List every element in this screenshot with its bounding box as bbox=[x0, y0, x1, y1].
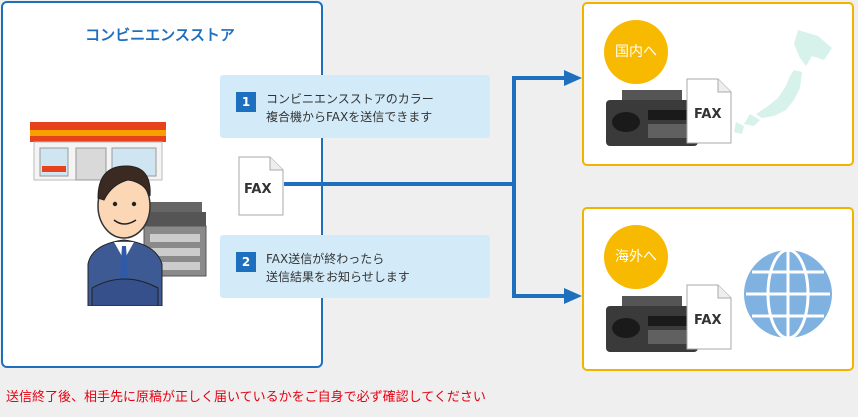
footer-warning: 送信終了後、相手先に原稿が正しく届いているかをご自身で必ず確認してください bbox=[6, 390, 486, 405]
domestic-label: 国内へ bbox=[604, 20, 668, 84]
fax-machine-icon bbox=[606, 90, 698, 146]
fax-machine-icon bbox=[606, 296, 698, 352]
step-1-line-2: 複合機からFAXを送信できます bbox=[266, 110, 433, 124]
step-1-line-1: コンビニエンスストアのカラー bbox=[266, 92, 434, 106]
fax-document-icon: FAX bbox=[238, 156, 284, 216]
fax-label: FAX bbox=[694, 313, 721, 328]
store-title: コンビニエンスストア bbox=[85, 26, 235, 44]
fax-document-icon: FAX bbox=[686, 284, 732, 350]
step-2-box: 2 FAX送信が終わったら 送信結果をお知らせします bbox=[220, 235, 490, 298]
fax-document-icon: FAX bbox=[686, 78, 732, 144]
step-2-line-2: 送信結果をお知らせします bbox=[266, 270, 410, 284]
step-1-box: 1 コンビニエンスストアのカラー 複合機からFAXを送信できます bbox=[220, 75, 490, 138]
step-2-number: 2 bbox=[236, 252, 256, 272]
globe-icon bbox=[744, 248, 832, 340]
japan-map-icon bbox=[734, 30, 832, 134]
fax-label: FAX bbox=[244, 182, 271, 197]
step-2-line-1: FAX送信が終わったら bbox=[266, 252, 385, 266]
businessman-icon bbox=[87, 165, 163, 306]
fax-label: FAX bbox=[694, 107, 721, 122]
overseas-label: 海外へ bbox=[604, 225, 668, 289]
step-1-number: 1 bbox=[236, 92, 256, 112]
